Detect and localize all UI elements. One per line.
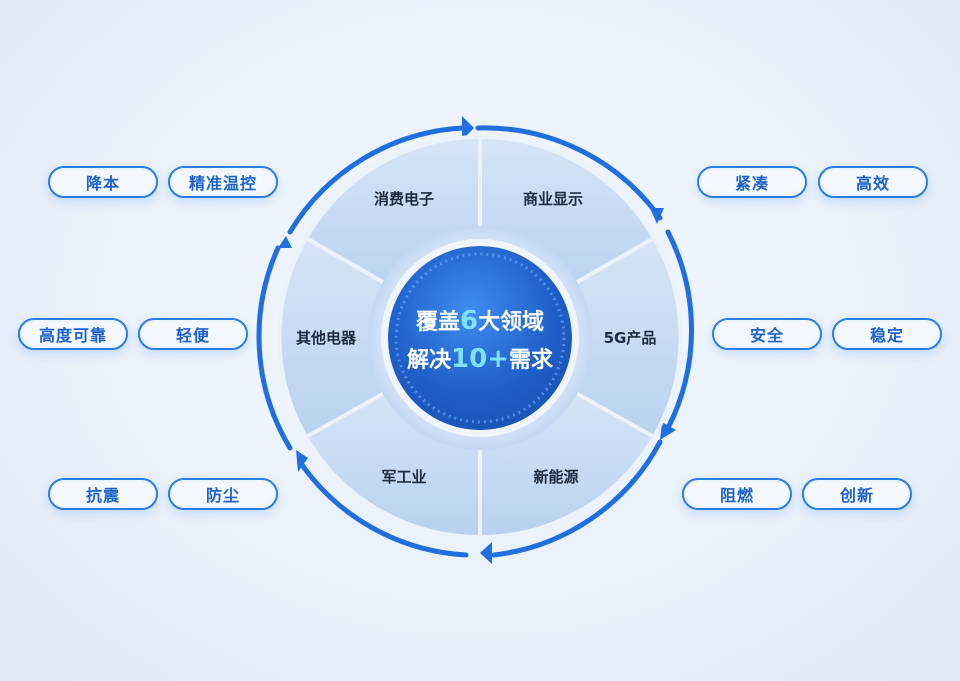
tag-lightweight: 轻便: [138, 318, 248, 350]
tag-efficient: 高效: [818, 166, 928, 198]
hub-title-line2: 解决10+需求: [407, 344, 553, 374]
tag-stable: 稳定: [832, 318, 942, 350]
tag-innovation: 创新: [802, 478, 912, 510]
segment-label: 其他电器: [296, 329, 357, 347]
segment-label: 5G产品: [604, 329, 657, 347]
hub-title-line1: 覆盖6大领域: [415, 306, 544, 336]
segment-label: 军工业: [381, 468, 426, 486]
tag-flame-retardant: 阻燃: [682, 478, 792, 510]
tag-shockproof: 抗震: [48, 478, 158, 510]
arrow-heads: [278, 116, 676, 564]
tag-precise-temperature-control: 精准温控: [168, 166, 278, 198]
tag-compact: 紧凑: [697, 166, 807, 198]
segments: [277, 134, 683, 540]
segment-label: 商业显示: [523, 190, 583, 208]
tag-cost-reduction: 降本: [48, 166, 158, 198]
tag-high-reliability: 高度可靠: [18, 318, 128, 350]
tag-dustproof: 防尘: [168, 478, 278, 510]
hub: [388, 246, 572, 430]
outer-arrow-ring: [256, 125, 694, 558]
segment-label: 新能源: [533, 468, 578, 486]
segment-label: 消费电子: [374, 190, 434, 208]
tag-safe: 安全: [712, 318, 822, 350]
hub-tick-ring: [394, 252, 566, 424]
